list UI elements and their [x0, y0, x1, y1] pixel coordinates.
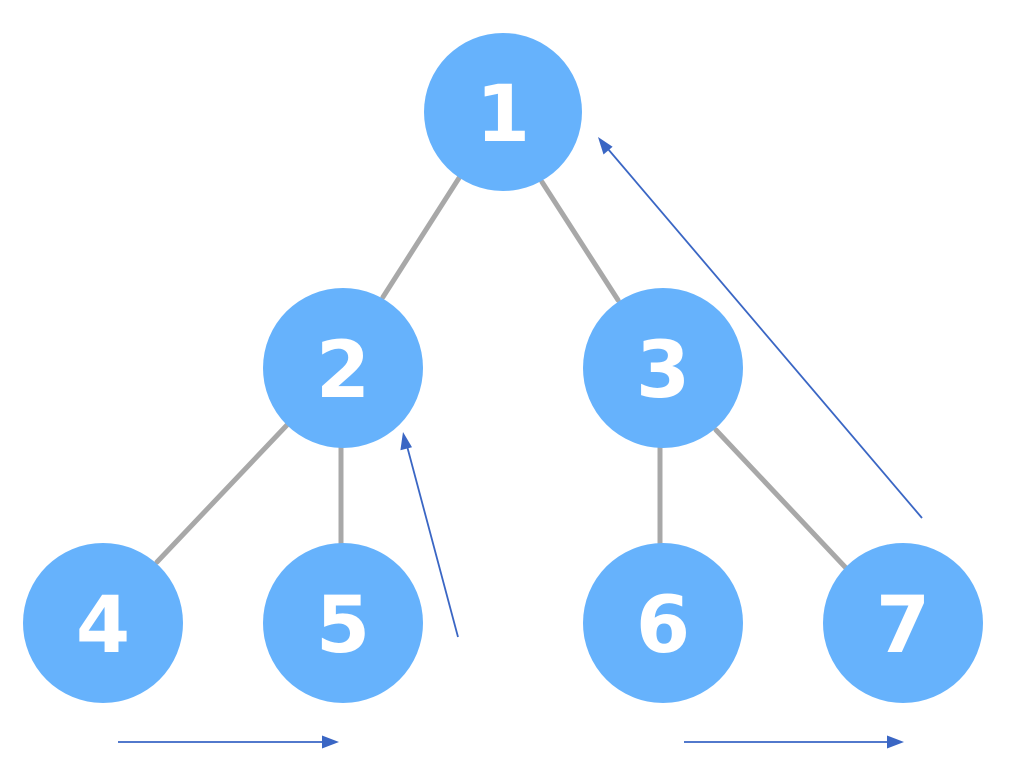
edge-3-7: [713, 427, 849, 571]
node-6: 6: [583, 543, 743, 703]
node-6-label: 6: [636, 581, 690, 671]
node-3-label: 3: [636, 326, 690, 416]
node-1-circle: [424, 33, 582, 191]
tree-edges: [154, 175, 849, 571]
node-1: 1: [424, 33, 582, 191]
edge-2-4: [154, 422, 290, 565]
node-7-label: 7: [876, 581, 930, 671]
node-4: 4: [23, 543, 183, 703]
node-6-circle: [583, 543, 743, 703]
node-1-label: 1: [476, 70, 530, 160]
node-2: 2: [263, 288, 423, 448]
node-5-circle: [263, 543, 423, 703]
node-4-circle: [23, 543, 183, 703]
edge-1-2: [380, 175, 462, 300]
node-2-circle: [263, 288, 423, 448]
arrow-7-up-to-1: [598, 137, 923, 519]
node-7: 7: [823, 543, 983, 703]
node-3-circle: [583, 288, 743, 448]
edge-1-3: [539, 179, 621, 303]
node-7-circle: [823, 543, 983, 703]
arrow-4-to-5: [118, 735, 339, 749]
arrow-5-up-to-2: [400, 432, 459, 638]
node-5-label: 5: [316, 581, 370, 671]
arrow-6-to-7: [684, 735, 904, 749]
node-5: 5: [263, 543, 423, 703]
traversal-arrows: [118, 137, 923, 749]
node-3: 3: [583, 288, 743, 448]
node-2-label: 2: [316, 326, 370, 416]
node-4-label: 4: [76, 581, 130, 671]
